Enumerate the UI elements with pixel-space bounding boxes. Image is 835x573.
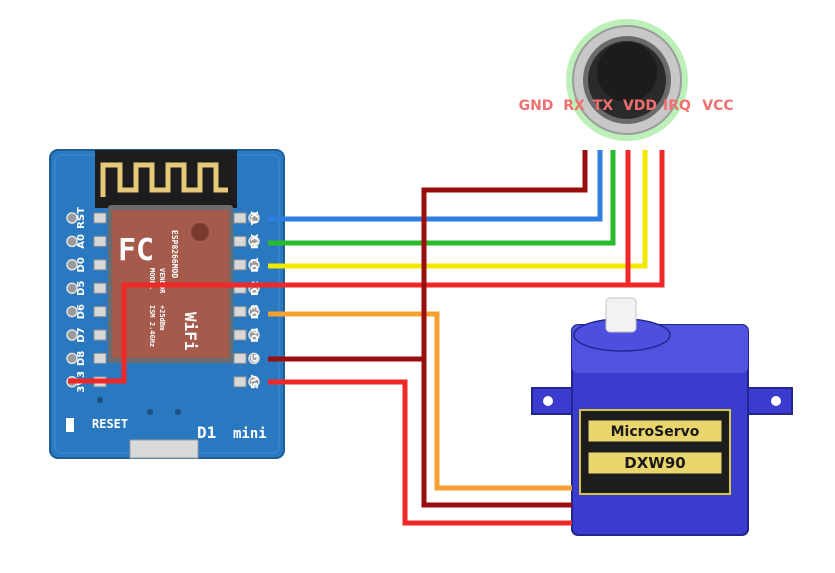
sensor-pin-labels: GND RX TX VDD IRQ VCC — [519, 98, 734, 114]
left-pin-pad-rst — [93, 212, 107, 224]
left-pin-hole-d8 — [66, 352, 78, 365]
sensor-pin-label-irq: IRQ — [663, 98, 691, 114]
left-pin-label-d5: D5 — [76, 281, 87, 296]
right-pin-hole-d3 — [248, 305, 260, 318]
left-pin-hole-d6 — [66, 305, 78, 318]
right-pin-hole-d4 — [248, 329, 260, 341]
chip-model-text: MODEL — [148, 268, 156, 289]
left-pin-label-rst: RST — [76, 207, 87, 229]
sensor-pin-label-tx: TX — [593, 98, 614, 114]
left-pin-label-d6: D6 — [76, 304, 87, 319]
right-pin-hole-g — [248, 352, 260, 365]
right-pin-pad-g — [233, 352, 247, 364]
sensor-pin-label-vcc: VCC — [702, 98, 733, 114]
reset-button — [66, 418, 74, 432]
left-pin-hole-rst — [66, 212, 78, 224]
chip-ism-text: ISM 2.4GHz — [148, 305, 156, 347]
right-pin-label-d2: D2 — [250, 281, 261, 296]
wire-orange-d3-signal — [268, 311, 572, 491]
left-pin-hole-d7 — [66, 329, 78, 341]
chip-vendor-text: VENDOR — [158, 268, 166, 294]
usb-port — [129, 439, 199, 459]
left-pin-pad-d6 — [93, 306, 107, 318]
left-pin-label-d8: D8 — [76, 351, 87, 366]
right-pin-pad-5v — [233, 376, 247, 388]
right-pin-label-tx: TX — [250, 210, 261, 225]
right-pin-label-d1: D1 — [250, 257, 261, 272]
left-pin-label-d7: D7 — [76, 327, 87, 342]
right-pin-pad-d1 — [233, 259, 247, 271]
left-pin-pad-d5 — [93, 282, 107, 294]
fingerprint-sensor: GND RX TX VDD IRQ VCC — [519, 19, 734, 141]
espressif-logo-icon — [191, 223, 209, 241]
left-pin-hole-a0 — [66, 235, 78, 248]
right-pin-hole-tx — [248, 212, 260, 224]
chip-fc-logo: FC — [118, 233, 154, 268]
wires — [68, 150, 665, 526]
micro-servo: MicroServo DXW90 — [531, 297, 793, 536]
left-pin-pad-d0 — [93, 259, 107, 271]
antenna-trace — [95, 150, 237, 208]
right-pin-hole-rx — [248, 235, 260, 248]
wire-darkred-g-gnd — [268, 150, 588, 362]
left-pin-hole-d0 — [66, 259, 78, 271]
right-pin-label-d3: D3 — [250, 304, 261, 319]
right-pin-hole-d1 — [248, 259, 260, 271]
wire-red-3v3-vdd — [68, 150, 631, 384]
wire-green-rx-tx — [268, 150, 616, 246]
servo-model-label: DXW90 — [624, 454, 685, 472]
servo-brand-label: MicroServo — [611, 424, 700, 440]
right-pin-label-g: G — [250, 354, 261, 362]
wire-blue-tx-rx — [268, 150, 603, 222]
board-name-label: D1 — [197, 423, 216, 442]
right-pin-pad-rx — [233, 235, 247, 247]
right-pin-pad-tx — [233, 212, 247, 224]
board-mini-label: mini — [233, 426, 267, 442]
wire-red-3v3-vcc — [628, 150, 665, 288]
sensor-pin-label-vdd: VDD — [623, 98, 657, 114]
left-pin-label-d0: D0 — [76, 257, 87, 272]
right-pin-label-rx: RX — [250, 233, 261, 249]
sensor-pin-label-gnd: GND — [519, 98, 554, 114]
wire-darkred-g-servo — [421, 359, 572, 508]
right-pin-label-d4: D4 — [250, 327, 261, 342]
servo-shaft — [605, 297, 637, 333]
chip-dbm-text: +25dBm — [158, 305, 166, 330]
left-pin-label-a0: A0 — [76, 234, 87, 249]
chip-wifi-logo: WiFi — [181, 312, 200, 351]
left-pin-pad-d8 — [93, 352, 107, 364]
left-pin-hole-d5 — [66, 282, 78, 294]
d1-mini-board: FC MODEL VENDOR ESP8266MOD ISM 2.4GHz +2… — [49, 149, 285, 459]
right-pin-pad-d4 — [233, 329, 247, 341]
reset-label: RESET — [92, 417, 128, 431]
left-pin-pad-a0 — [93, 235, 107, 247]
chip-esp8266-text: ESP8266MOD — [170, 230, 179, 278]
sensor-pin-label-rx: RX — [563, 98, 585, 114]
right-pin-hole-5v — [248, 376, 260, 388]
right-pin-pad-d3 — [233, 306, 247, 318]
wire-red-5v-servo — [268, 379, 572, 526]
right-pin-label-5v: 5V — [250, 374, 261, 389]
left-pin-pad-d7 — [93, 329, 107, 341]
wire-yellow-d1-irq — [268, 150, 648, 269]
